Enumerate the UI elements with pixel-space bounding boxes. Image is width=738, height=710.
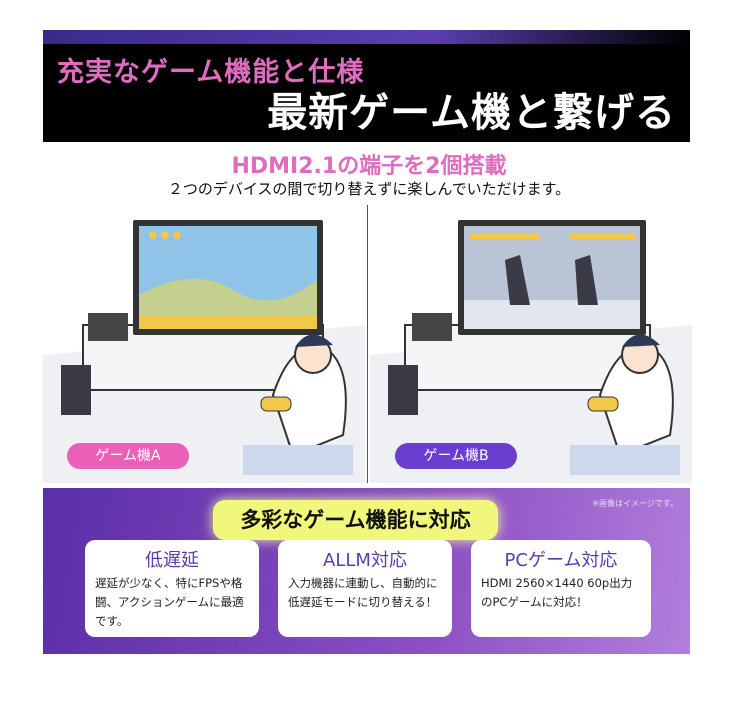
card-title: PCゲーム対応 bbox=[504, 550, 618, 571]
card-text: 入力機器に連動し、自動的に低遅延モードに切り替える！ bbox=[288, 576, 438, 609]
page-title: 最新ゲーム機と繋げる bbox=[267, 90, 676, 136]
features-title: 多彩なゲーム機能に対応 bbox=[213, 500, 498, 540]
label-game-console-b: ゲーム機B bbox=[395, 443, 517, 469]
label-game-console-a: ゲーム機A bbox=[67, 443, 189, 469]
card-pc-game: PCゲーム対応 HDMI 2560×1440 60p出力のPCゲームに対応！ bbox=[471, 540, 651, 637]
console-box bbox=[61, 365, 91, 415]
scene-a-illustration bbox=[43, 205, 365, 483]
console-a bbox=[88, 313, 128, 341]
feature-description: ２つのデバイスの間で切り替えずに楽しんでいただけます。 bbox=[167, 180, 571, 198]
card-low-latency: 低遅延 遅延が少なく、特にFPSや格闘、アクションゲームに最適です。 bbox=[85, 540, 259, 637]
card-title: ALLM対応 bbox=[323, 550, 407, 571]
console-box bbox=[388, 365, 418, 415]
scene-b-illustration bbox=[370, 205, 692, 483]
scene-divider bbox=[367, 205, 368, 483]
card-title: 低遅延 bbox=[145, 550, 199, 571]
console-b bbox=[412, 313, 452, 341]
banner-strip bbox=[43, 30, 690, 44]
card-text: HDMI 2560×1440 60p出力のPCゲームに対応！ bbox=[481, 576, 633, 609]
image-note: ※画像はイメージです。 bbox=[592, 499, 678, 508]
card-allm: ALLM対応 入力機器に連動し、自動的に低遅延モードに切り替える！ bbox=[278, 540, 452, 637]
card-text: 遅延が少なく、特にFPSや格闘、アクションゲームに最適です。 bbox=[95, 576, 244, 628]
features-panel: 多彩なゲーム機能に対応 ※画像はイメージです。 低遅延 遅延が少なく、特にFPS… bbox=[43, 488, 690, 654]
tagline: 充実なゲーム機能と仕様 bbox=[57, 57, 365, 88]
feature-headline: HDMI2.1の端子を2個搭載 bbox=[231, 154, 507, 179]
header-banner: 充実なゲーム機能と仕様 最新ゲーム機と繋げる bbox=[43, 30, 690, 142]
